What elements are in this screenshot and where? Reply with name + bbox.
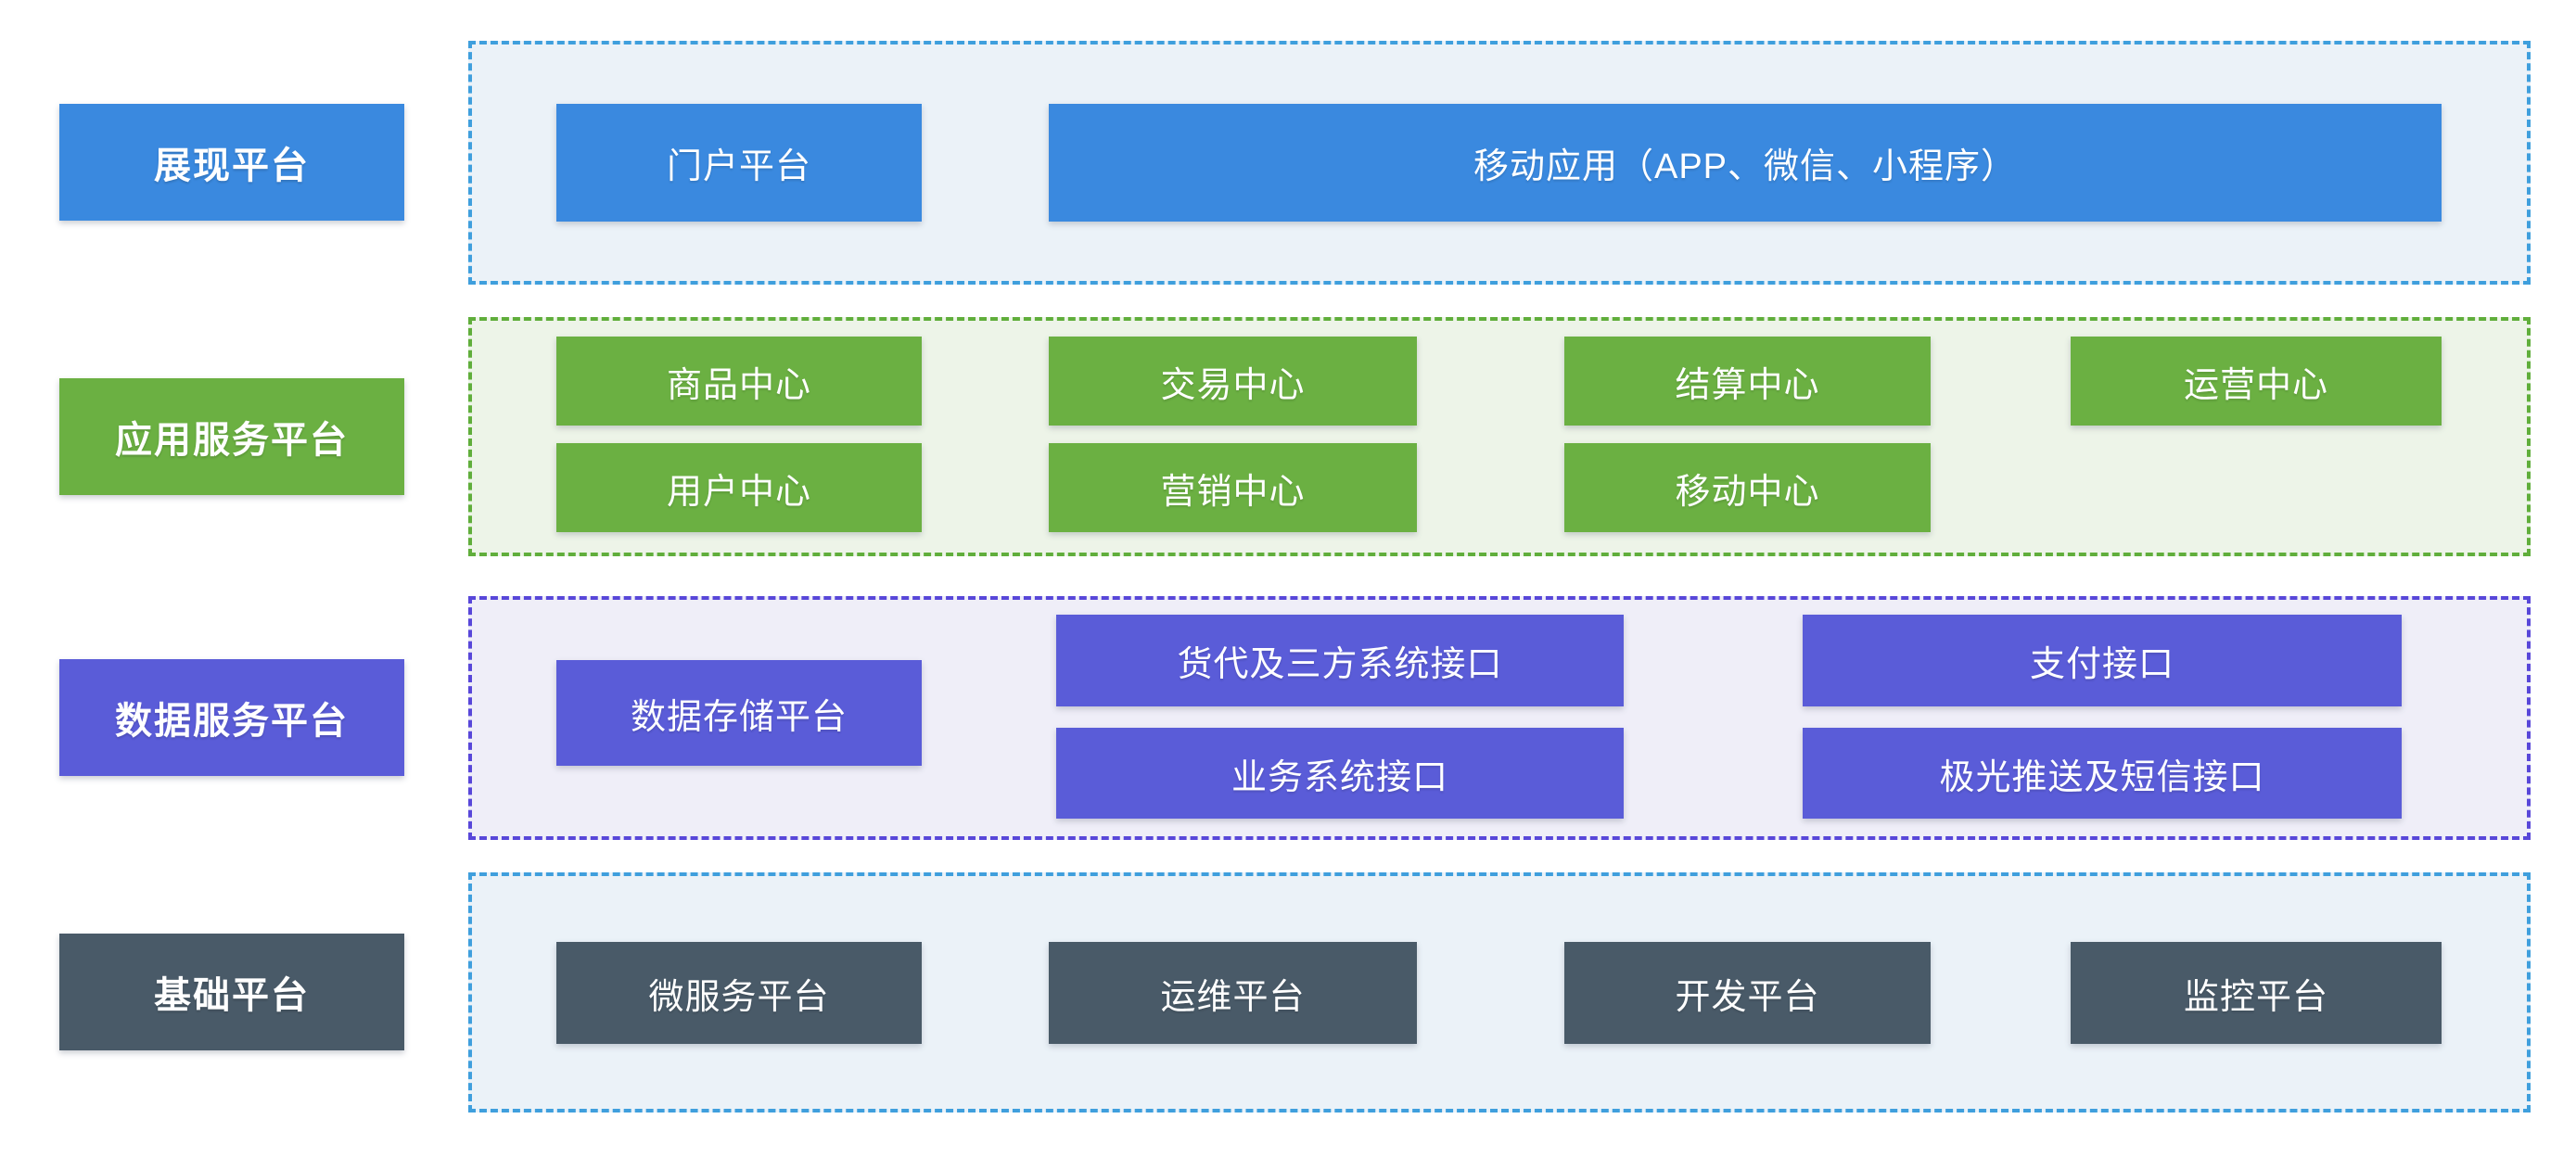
node-monitoring-platform: 监控平台 xyxy=(2071,942,2442,1044)
node-marketing-center: 营销中心 xyxy=(1049,443,1417,532)
node-forwarder-third-party-interface: 货代及三方系统接口 xyxy=(1056,615,1624,706)
node-microservice-platform: 微服务平台 xyxy=(556,942,922,1044)
node-product-center: 商品中心 xyxy=(556,337,922,426)
node-ops-platform: 运维平台 xyxy=(1049,942,1417,1044)
node-payment-interface: 支付接口 xyxy=(1803,615,2402,706)
node-transaction-center: 交易中心 xyxy=(1049,337,1417,426)
node-mobile-center: 移动中心 xyxy=(1564,443,1931,532)
node-dev-platform: 开发平台 xyxy=(1564,942,1931,1044)
node-operation-center: 运营中心 xyxy=(2071,337,2442,426)
node-mobile-app: 移动应用（APP、微信、小程序） xyxy=(1049,104,2442,222)
node-mobile-app-label: 移动应用（APP、微信、小程序） xyxy=(1473,147,2018,186)
node-settlement-center: 结算中心 xyxy=(1564,337,1931,426)
row-label-data-service-platform: 数据服务平台 xyxy=(59,659,404,776)
node-business-system-interface: 业务系统接口 xyxy=(1056,728,1624,819)
row-label-presentation-platform: 展现平台 xyxy=(59,104,404,221)
row-label-base-platform: 基础平台 xyxy=(59,934,404,1050)
row-label-app-service-platform: 应用服务平台 xyxy=(59,378,404,495)
node-user-center: 用户中心 xyxy=(556,443,922,532)
node-portal-platform: 门户平台 xyxy=(556,104,922,222)
node-data-storage-platform: 数据存储平台 xyxy=(556,660,922,766)
node-jpush-sms-interface: 极光推送及短信接口 xyxy=(1803,728,2402,819)
